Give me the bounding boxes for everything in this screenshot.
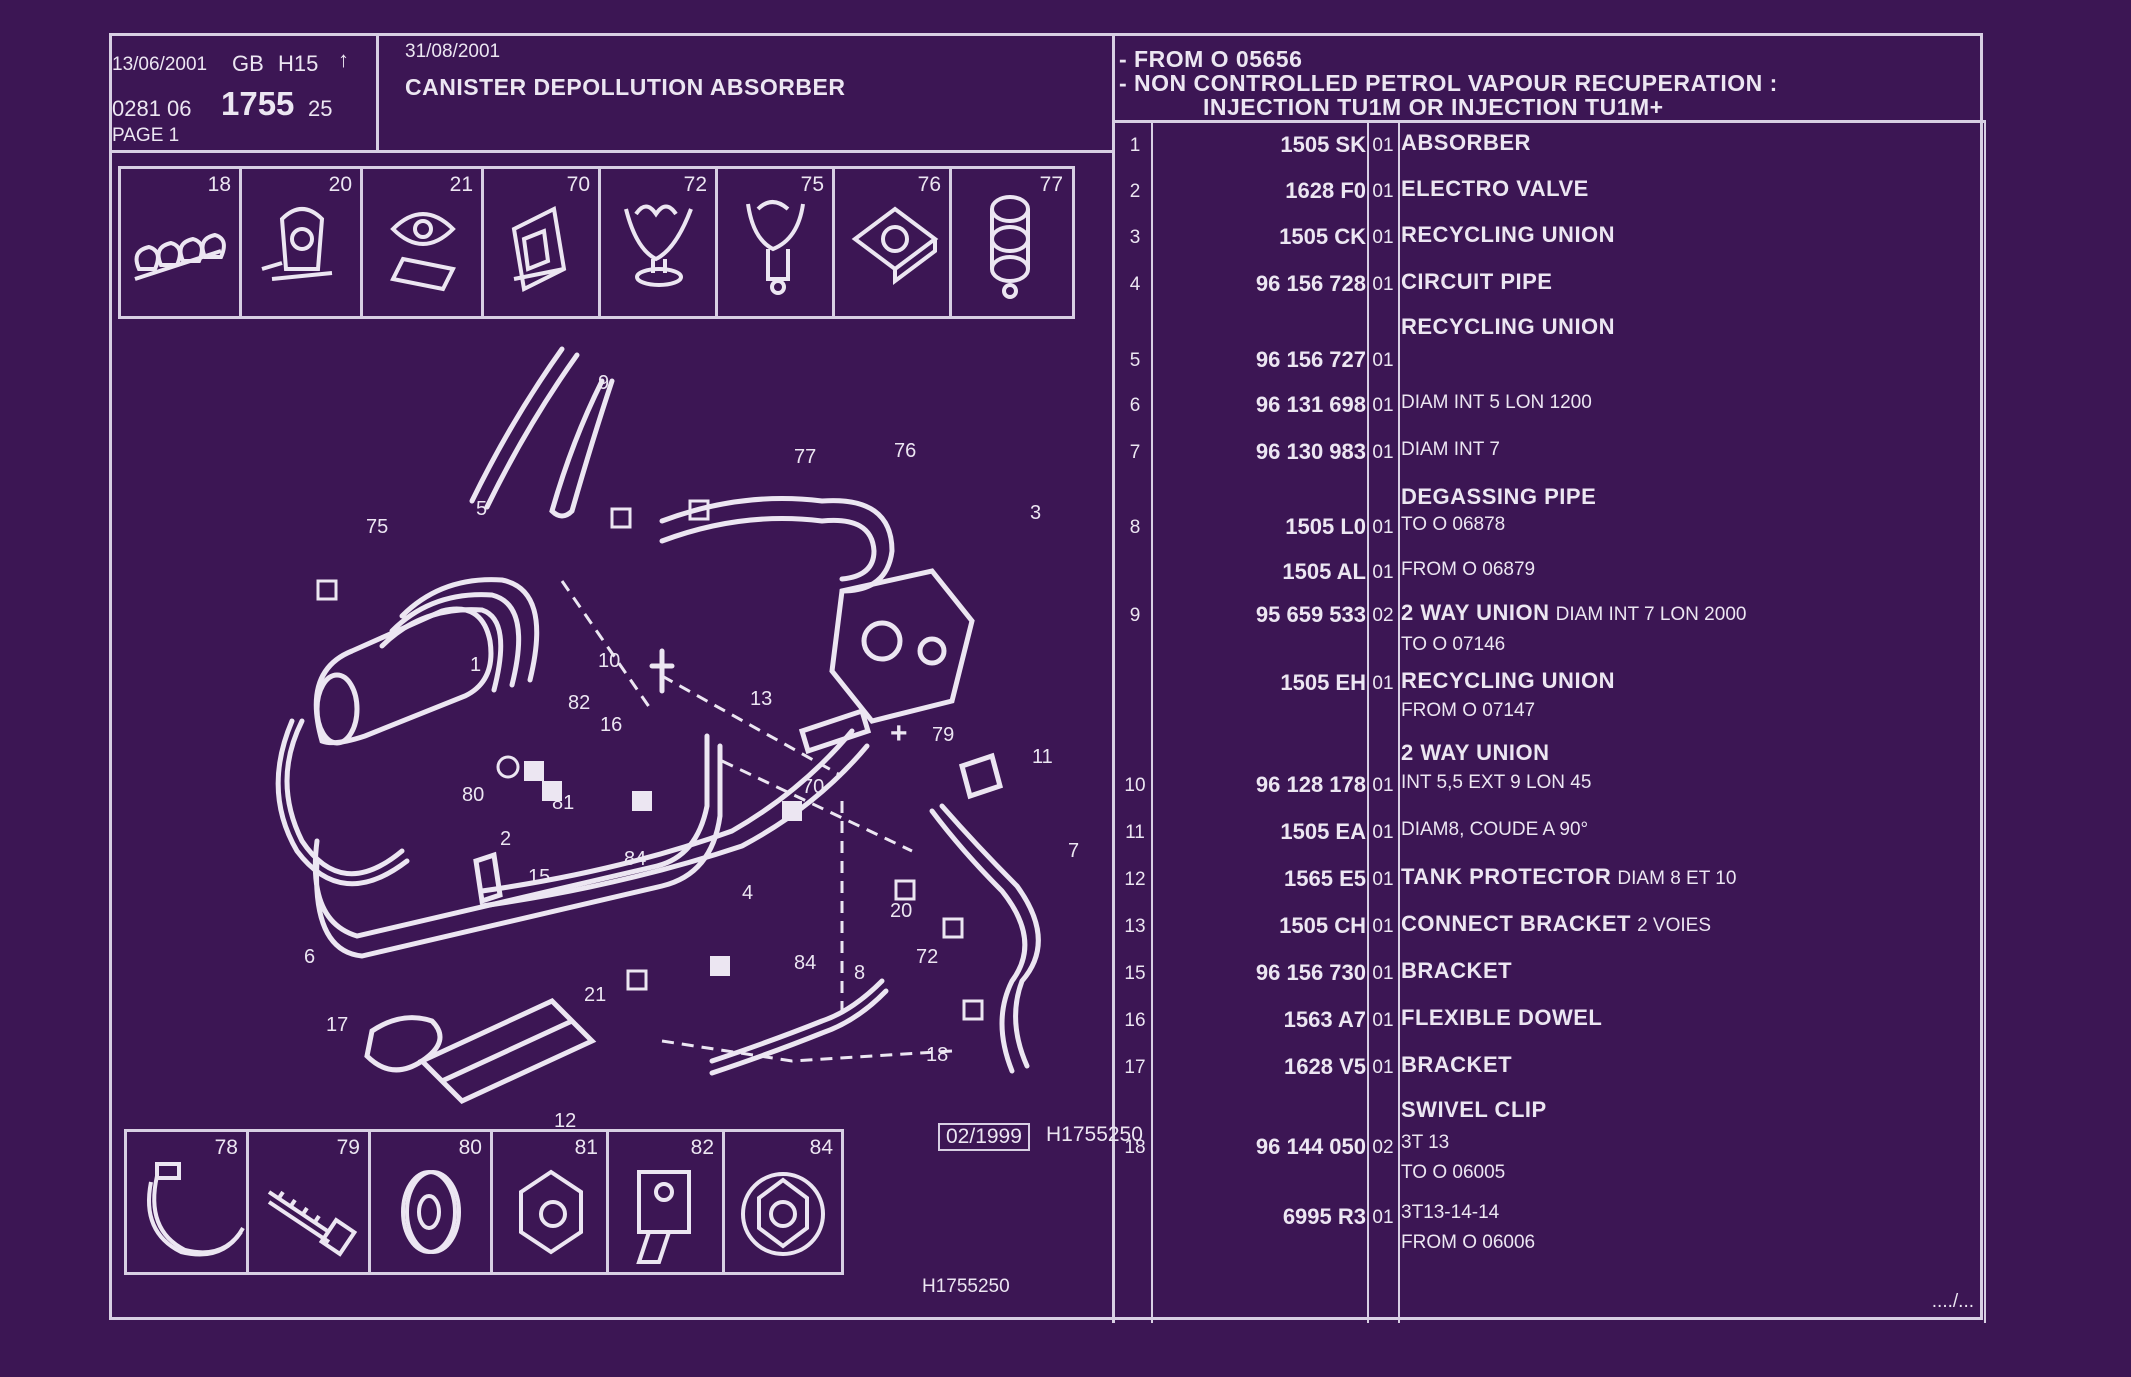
screw-79-icon: 79 [249, 1132, 371, 1272]
callout-80: 80 [462, 784, 484, 806]
callout-4: 4 [742, 882, 753, 904]
callout-8: 8 [854, 962, 865, 984]
callout-84-top: 84 [624, 848, 646, 870]
callout-10: 10 [598, 650, 620, 672]
diagram-ref-code: H1755250 [1046, 1123, 1143, 1146]
callout-17: 17 [326, 1014, 348, 1036]
clip-nut-82-icon: 82 [609, 1132, 726, 1272]
header-note-2: - NON CONTROLLED PETROL VAPOUR RECUPERAT… [1119, 70, 1778, 96]
header-notes-box: - FROM O 05656 - NON CONTROLLED PETROL V… [1115, 36, 1986, 123]
header-date2: 31/08/2001 [405, 41, 501, 62]
callout-81: 81 [552, 792, 574, 814]
column-divider [1112, 36, 1115, 1323]
clip-72-icon: 72 [601, 169, 718, 316]
bracket-70-icon: 70 [484, 169, 601, 316]
header-page: PAGE 1 [112, 125, 180, 146]
plus-marker: + [890, 717, 908, 750]
callout-1: 1 [470, 654, 481, 676]
clip-76-icon: 76 [835, 169, 952, 316]
callout-82: 82 [568, 692, 590, 714]
header-lang: GB [232, 51, 264, 76]
callout-84-bottom: 84 [794, 952, 816, 974]
header-note-3: INJECTION TU1M OR INJECTION TU1M+ [1203, 94, 1664, 120]
callout-77: 77 [794, 446, 816, 468]
top-parts-icon-strip: 18 20 21 [118, 166, 1075, 319]
callout-79: 79 [932, 724, 954, 746]
header-ref-main: 1755 [221, 85, 295, 122]
callout-3: 3 [1030, 502, 1041, 524]
page-title: CANISTER DEPOLLUTION ABSORBER [405, 74, 846, 100]
parts-list: 1 1505 SK 01 ABSORBER 2 1628 F0 01 ELECT… [1115, 123, 1986, 1323]
header-date: 13/06/2001 [112, 54, 208, 75]
header-id-box: 13/06/2001 GB H15 ↑ 0281 06 1755 25 PAGE… [112, 36, 379, 153]
bottom-ref-code: H1755250 [922, 1276, 1010, 1297]
clip-18-icon: 18 [121, 169, 242, 316]
callout-2: 2 [500, 828, 511, 850]
washer-80-icon: 80 [371, 1132, 493, 1272]
clip-75-icon: 75 [718, 169, 835, 316]
header-ref-prefix: 0281 06 [112, 96, 192, 121]
header-ref-suffix: 25 [308, 96, 333, 121]
callout-21: 21 [584, 984, 606, 1006]
callout-70: 70 [802, 776, 824, 798]
flange-nut-84-icon: 84 [725, 1132, 841, 1272]
callout-11: 11 [1032, 746, 1053, 768]
header-title-box: 31/08/2001 CANISTER DEPOLLUTION ABSORBER [379, 36, 1112, 153]
callout-15: 15 [528, 866, 550, 888]
exploded-view-diagram: 9 77 76 3 75 5 1 10 82 16 13 79 80 81 11… [275, 346, 1079, 1131]
bottom-parts-icon-strip: 78 79 80 [124, 1129, 844, 1275]
callout-76: 76 [894, 440, 916, 462]
clip-77-icon: 77 [952, 169, 1071, 316]
catalogue-sheet: 13/06/2001 GB H15 ↑ 0281 06 1755 25 PAGE… [109, 33, 1986, 1323]
up-arrow-icon: ↑ [338, 47, 349, 72]
callout-72: 72 [916, 946, 938, 968]
callout-75: 75 [366, 516, 388, 538]
callout-20: 20 [890, 900, 912, 922]
callout-18: 18 [926, 1044, 948, 1066]
header-note-1: - FROM O 05656 [1119, 46, 1303, 72]
callout-7: 7 [1068, 840, 1079, 862]
hose-clamp-78-icon: 78 [127, 1132, 249, 1272]
bracket-20-icon: 20 [242, 169, 363, 316]
callout-13: 13 [750, 688, 772, 710]
diagram-date-ref: 02/1999 [938, 1123, 1030, 1151]
nut-81-icon: 81 [493, 1132, 609, 1272]
callout-5: 5 [476, 498, 487, 520]
callout-16: 16 [600, 714, 622, 736]
callout-12: 12 [554, 1110, 576, 1131]
callout-9: 9 [598, 372, 609, 394]
continuation-mark: ..../... [1931, 1291, 1974, 1312]
header-code: H15 [278, 51, 319, 76]
callout-6: 6 [304, 946, 315, 968]
clip-21-icon: 21 [363, 169, 484, 316]
